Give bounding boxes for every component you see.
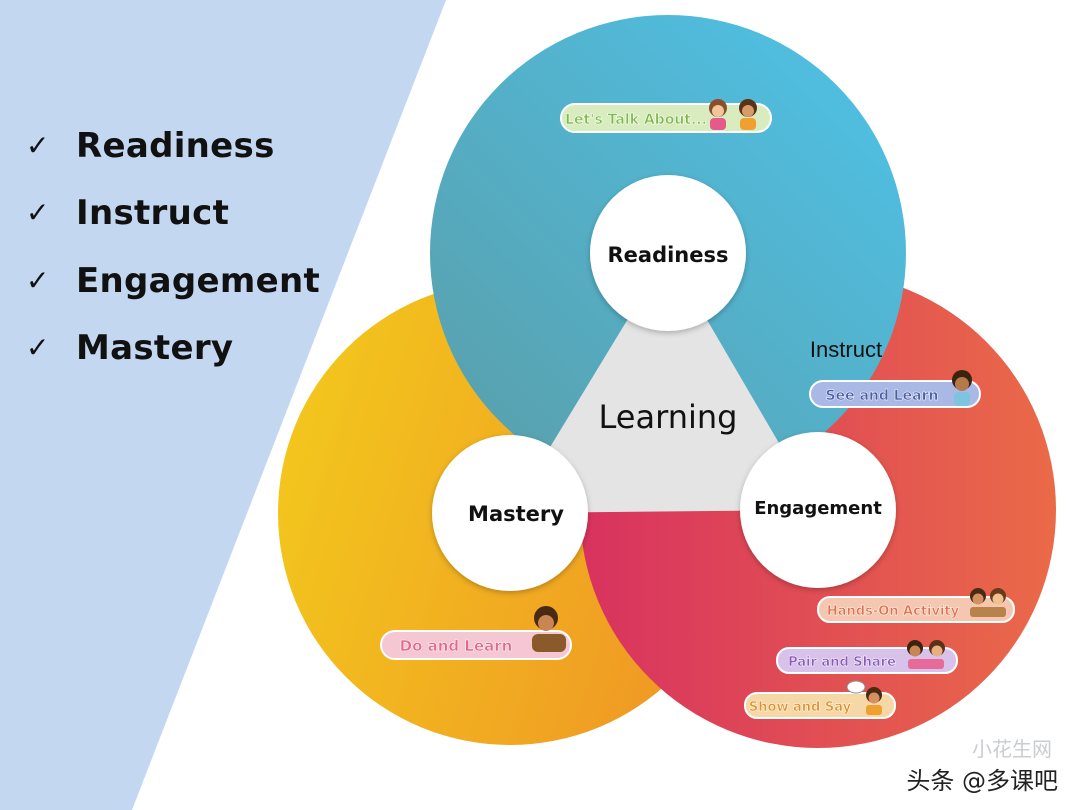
lets-talk-banner: Let's Talk About... (560, 99, 772, 133)
check-icon: ✓ (26, 263, 50, 297)
check-icon: ✓ (26, 331, 50, 365)
learning-label: Learning (599, 398, 738, 436)
watermark-text: 头条 @多课吧 (906, 767, 1058, 795)
readiness-label: Readiness (607, 243, 728, 267)
svg-text:Let's Talk About...: Let's Talk About... (565, 112, 707, 128)
checklist-item-engagement: ✓ Engagement (26, 260, 321, 301)
checklist-item-mastery: ✓ Mastery (26, 328, 234, 369)
engagement-label: Engagement (754, 498, 882, 519)
kids-pair-icon (907, 640, 945, 669)
left-panel (0, 0, 446, 810)
kid-icon (952, 370, 972, 406)
do-and-learn-banner: Do and Learn (380, 606, 572, 660)
checklist: ✓ Readiness ✓ Instruct ✓ Engagement ✓ Ma… (26, 112, 320, 382)
show-and-say-banner: Show and Say (744, 680, 896, 719)
checklist-item-instruct: ✓ Instruct (26, 193, 230, 234)
engagement-node (740, 432, 896, 588)
kid-drawing-icon (532, 606, 566, 652)
kids-activity-icon (970, 588, 1006, 617)
see-and-learn-banner: See and Learn (809, 370, 981, 408)
instruct-label: Instruct (810, 337, 882, 362)
svg-text:Pair and Share: Pair and Share (788, 655, 896, 670)
checklist-item-readiness: ✓ Readiness (26, 125, 275, 166)
mastery-node (432, 435, 588, 591)
svg-text:Show and Say: Show and Say (749, 700, 852, 715)
svg-text:Do and Learn: Do and Learn (400, 637, 513, 655)
kid-speaking-icon (846, 680, 882, 715)
kids-talking-icon (709, 99, 757, 130)
center-triangle (510, 253, 818, 513)
svg-text:See and Learn: See and Learn (826, 388, 939, 404)
watermark: 头条 @多课吧 (906, 761, 1058, 796)
check-icon: ✓ (26, 128, 50, 162)
hands-on-activity-banner: Hands-On Activity (817, 588, 1015, 623)
check-icon: ✓ (26, 196, 50, 230)
watermark-logo: 小花生网 (972, 737, 1052, 761)
svg-text:Hands-On Activity: Hands-On Activity (827, 604, 960, 619)
pair-and-share-banner: Pair and Share (776, 640, 958, 674)
readiness-node (590, 175, 746, 331)
mastery-label: Mastery (468, 502, 564, 526)
